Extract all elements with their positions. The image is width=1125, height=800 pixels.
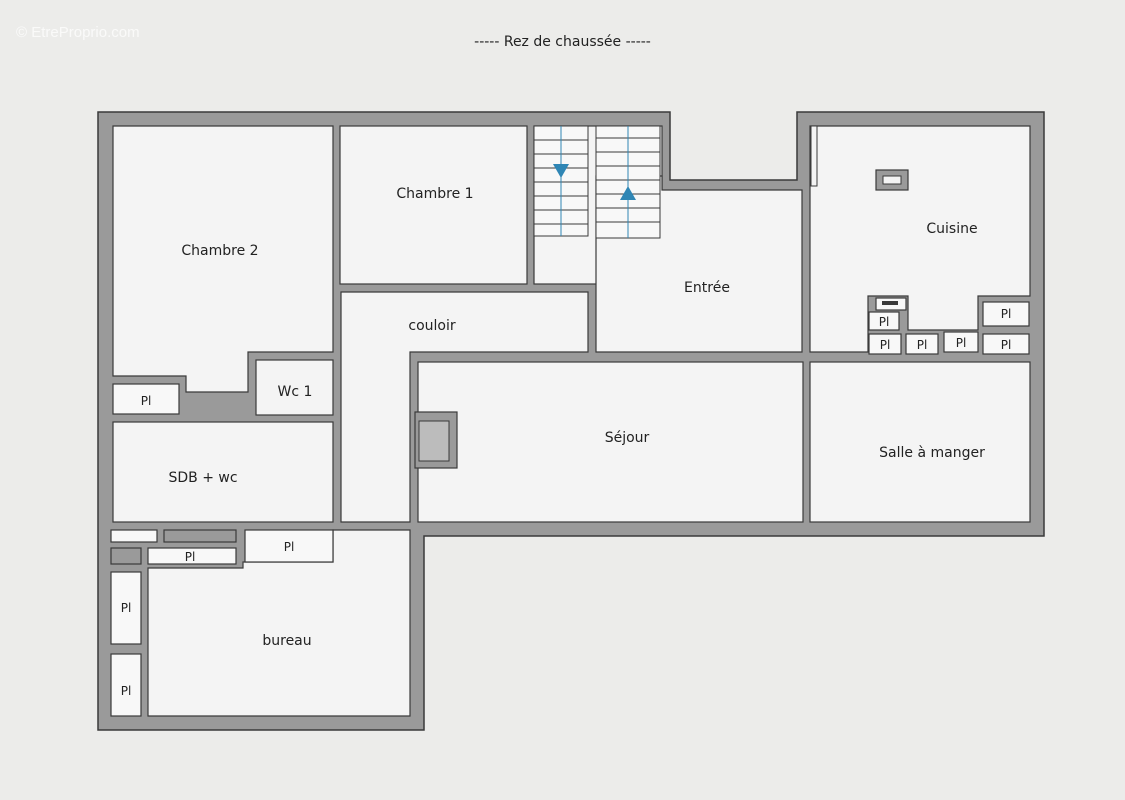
chimney-icon xyxy=(414,411,458,469)
stove-icon xyxy=(875,169,909,191)
label-sejour: Séjour xyxy=(605,430,650,446)
closet-box xyxy=(868,333,902,355)
closet-label: Pl xyxy=(880,338,891,352)
closet-box xyxy=(110,571,142,645)
closet-label: Pl xyxy=(185,550,196,564)
plan-title: ----- Rez de chaussée ----- xyxy=(474,34,651,50)
room-wc-1 xyxy=(255,359,334,416)
label-salle-a-manger: Salle à manger xyxy=(879,445,985,461)
closet-box xyxy=(982,301,1030,327)
stair-up-arrow-icon xyxy=(620,186,636,200)
room-chambre-2 xyxy=(112,125,334,393)
kitchen-wall-stub xyxy=(810,125,818,187)
label-sdb-wc: SDB + wc xyxy=(168,470,237,486)
room-sejour xyxy=(417,361,804,523)
closets xyxy=(110,297,1030,717)
room-labels: Chambre 2 Chambre 1 couloir Entrée Cuisi… xyxy=(168,186,985,649)
kitchen-appliance-mark xyxy=(882,301,898,305)
closet-label: Pl xyxy=(956,336,967,350)
closet-label: Pl xyxy=(284,540,295,554)
closet-box xyxy=(982,333,1030,355)
room-cuisine xyxy=(809,125,1031,353)
shelf xyxy=(110,529,158,543)
room-chambre-1 xyxy=(339,125,528,285)
closet-box xyxy=(943,331,979,353)
room-couloir xyxy=(340,291,589,523)
closet-box xyxy=(905,333,939,355)
shelf xyxy=(163,529,237,543)
closet-box xyxy=(110,653,142,717)
watermark: © EtreProprio.com xyxy=(16,24,140,41)
closet-box xyxy=(244,529,334,563)
label-entree: Entrée xyxy=(684,280,730,296)
room-salle-a-manger xyxy=(809,361,1031,523)
closet-label: Pl xyxy=(879,315,890,329)
staircase xyxy=(533,125,661,239)
label-chambre-1: Chambre 1 xyxy=(396,186,473,202)
closet-label: Pl xyxy=(1001,307,1012,321)
label-bureau: bureau xyxy=(262,633,311,649)
stair-down-arrow-icon xyxy=(553,164,569,178)
label-wc-1: Wc 1 xyxy=(278,384,313,400)
room-floors xyxy=(112,125,1031,717)
closet-box xyxy=(112,383,180,415)
closet-label: Pl xyxy=(917,338,928,352)
closet-box xyxy=(868,311,900,331)
closet-label: Pl xyxy=(121,684,132,698)
label-cuisine: Cuisine xyxy=(926,221,977,237)
closet-labels: Pl Pl Pl Pl Pl Pl Pl Pl Pl Pl Pl xyxy=(121,307,1012,698)
closet-box xyxy=(147,547,237,565)
closet-label: Pl xyxy=(141,394,152,408)
closet-label: Pl xyxy=(121,601,132,615)
label-couloir: couloir xyxy=(408,318,455,334)
closet-label: Pl xyxy=(1001,338,1012,352)
label-chambre-2: Chambre 2 xyxy=(181,243,258,259)
shelf xyxy=(110,547,142,565)
room-sdb-wc xyxy=(112,421,334,523)
